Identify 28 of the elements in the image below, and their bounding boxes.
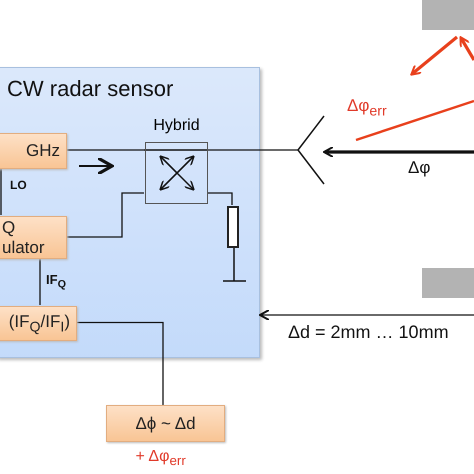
process-box: Q ulator <box>0 216 67 259</box>
connector-line <box>0 168 2 215</box>
process-box: (IF$_{Q}$/IF$_{I}$) <box>0 306 77 341</box>
target-plate <box>422 0 474 30</box>
arrow <box>460 36 474 61</box>
connector-line <box>39 258 41 305</box>
panel-title: CW radar sensor <box>7 76 174 102</box>
arrow <box>323 146 474 158</box>
edge-label: Δd = 2mm … 10mm <box>288 322 449 343</box>
edge-label: Δφ <box>408 158 430 178</box>
resistor-symbol <box>227 206 239 248</box>
connector-line <box>66 192 144 238</box>
arrow <box>410 36 458 76</box>
edge-label: IF$_{Q}$ <box>46 272 66 291</box>
sensor-panel <box>0 67 260 358</box>
arrow <box>259 309 474 321</box>
edge-label: LO <box>10 178 27 192</box>
connector-line <box>207 149 298 151</box>
connector-line <box>66 149 144 151</box>
antenna-symbol <box>298 116 324 184</box>
process-box: GHz <box>0 133 67 169</box>
process-box: Δϕ ~ Δd <box>106 405 225 442</box>
connector-line <box>76 322 164 405</box>
component-heading: Hybrid <box>152 117 201 135</box>
target-plate <box>422 268 474 298</box>
connector-line <box>207 192 233 205</box>
error-phase-label: Δφ$_{err}$ <box>347 96 387 120</box>
error-term-text: + Δφ$_{err}$ <box>136 448 186 468</box>
